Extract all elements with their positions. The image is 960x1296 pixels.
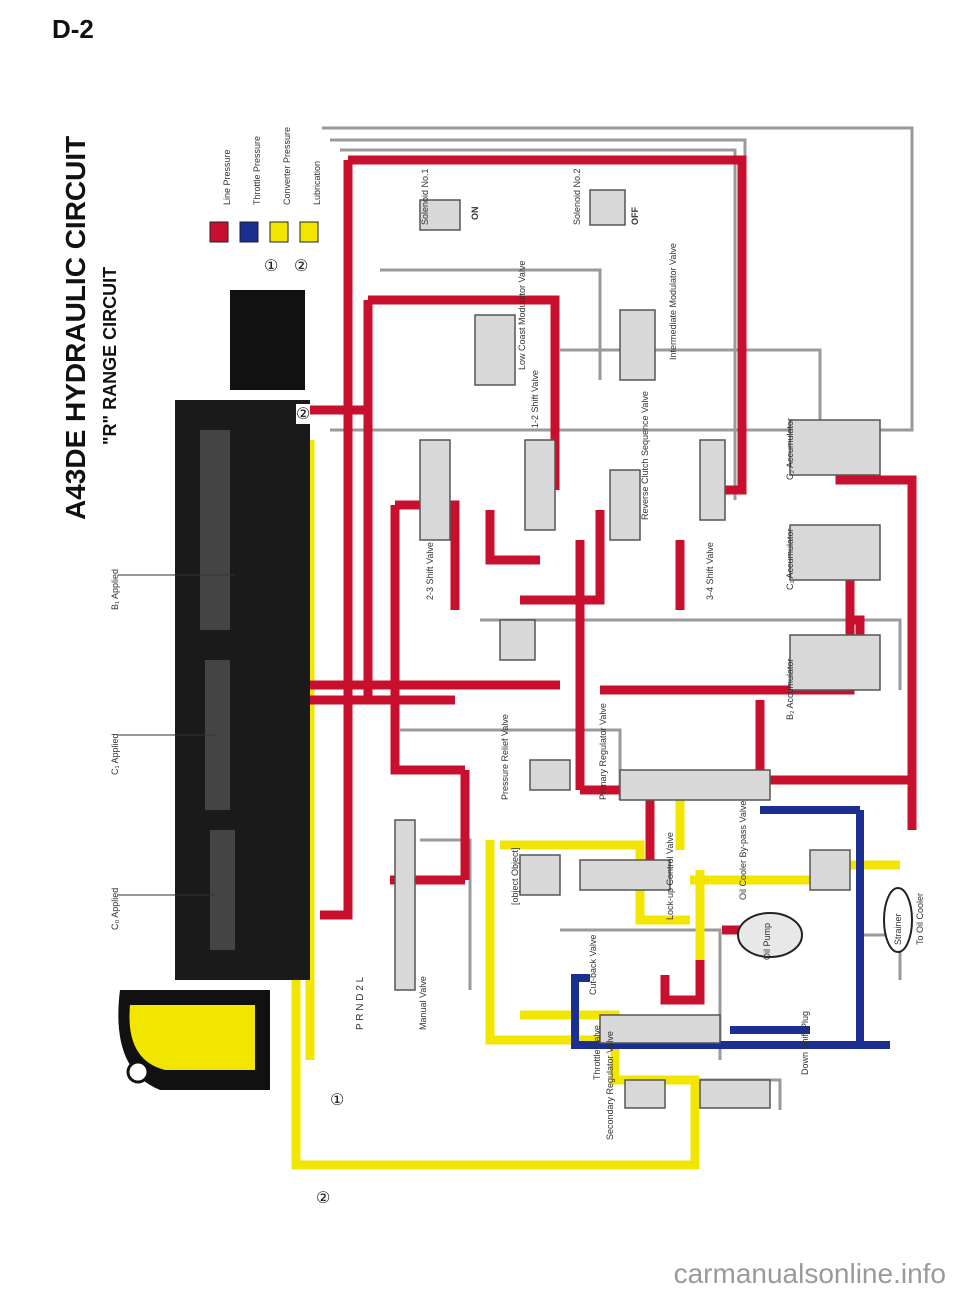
label-cutback-valve: Cut-back Valve (588, 934, 598, 995)
legend-marker-one: ① (264, 258, 279, 275)
label-primary-regulator-valve: Primary Regulator Valve (598, 703, 608, 800)
label-throttle-valve: Throttle Valve (592, 1025, 602, 1080)
label-strainer: Strainer (893, 913, 903, 945)
label-lockup-control-valve: Lock-up Control Valve (665, 832, 675, 920)
label-oil-pump: Oil Pump (762, 922, 772, 960)
label-reverse-clutch-sequence-valve: Reverse Clutch Sequence Valve (640, 391, 650, 520)
label-down-shift-plug: Down Shift Plug (800, 1010, 810, 1075)
label-c0-applied: C₀ Applied (110, 887, 120, 930)
legend-swatches (209, 221, 319, 243)
label-c1-applied: C₁ Applied (110, 733, 120, 775)
label-low-coast-modulator: Low Coast Modulator Valve (517, 260, 527, 370)
transmission-housing (118, 290, 310, 1090)
page-number: D-2 (52, 14, 94, 44)
legend-converter-pressure: Converter Pressure (282, 126, 292, 205)
label-solenoid-2-state: OFF (630, 207, 640, 225)
label-pressure-relief-valve: Pressure Relief Valve (500, 714, 510, 800)
legend-marker-two: ② (294, 258, 309, 275)
watermark: carmanualsonline.info (673, 1258, 946, 1289)
label-b1-applied: B₁ Applied (110, 568, 120, 610)
label-intermediate-modulator: Intermediate Modulator Valve (668, 243, 678, 360)
legend-lubrication: Lubrication (312, 160, 322, 205)
legend-line-pressure: Line Pressure (222, 149, 232, 205)
valve-bodies (394, 189, 881, 1109)
marker-two-bottom: ② (316, 1190, 331, 1207)
label-solenoid-1-state: ON (470, 206, 480, 221)
strainer (883, 887, 913, 953)
label-2-3-shift-valve: 2-3 Shift Valve (425, 542, 435, 600)
label-1-2-shift-valve: 1-2 Shift Valve (530, 370, 540, 428)
legend-throttle-pressure: Throttle Pressure (252, 135, 262, 205)
label-to-oil-cooler: To Oil Cooler (915, 892, 925, 945)
marker-two-top: ② (296, 404, 311, 424)
oil-pump (737, 912, 803, 958)
label-shift-positions: P R N D 2 L (355, 976, 366, 1030)
applied-leader-lines (118, 574, 235, 896)
marker-one-bottom: ① (330, 1090, 345, 1110)
label-3-4-shift-valve: 3-4 Shift Valve (705, 542, 715, 600)
label-oil-cooler-bypass-valve: Oil Cooler By-pass Valve (738, 800, 748, 900)
label-solenoid-2: Solenoid No.2 (572, 168, 582, 225)
label-c1-accumulator: C₁ Accumulator (785, 528, 795, 590)
throttle-pressure-passages (571, 806, 890, 1049)
label-solenoid-1: Solenoid No.1 (420, 168, 430, 225)
label-secondary-regulator-valve: Secondary Regulator Valve (605, 1031, 615, 1140)
label-manual-valve: Manual Valve (418, 976, 428, 1030)
label-c2-accumulator: C₂ Accumulator (785, 417, 795, 480)
label-solenoid-3: [object Object] (510, 847, 520, 905)
label-b2-accumulator: B₂ Accumulator (785, 658, 795, 720)
